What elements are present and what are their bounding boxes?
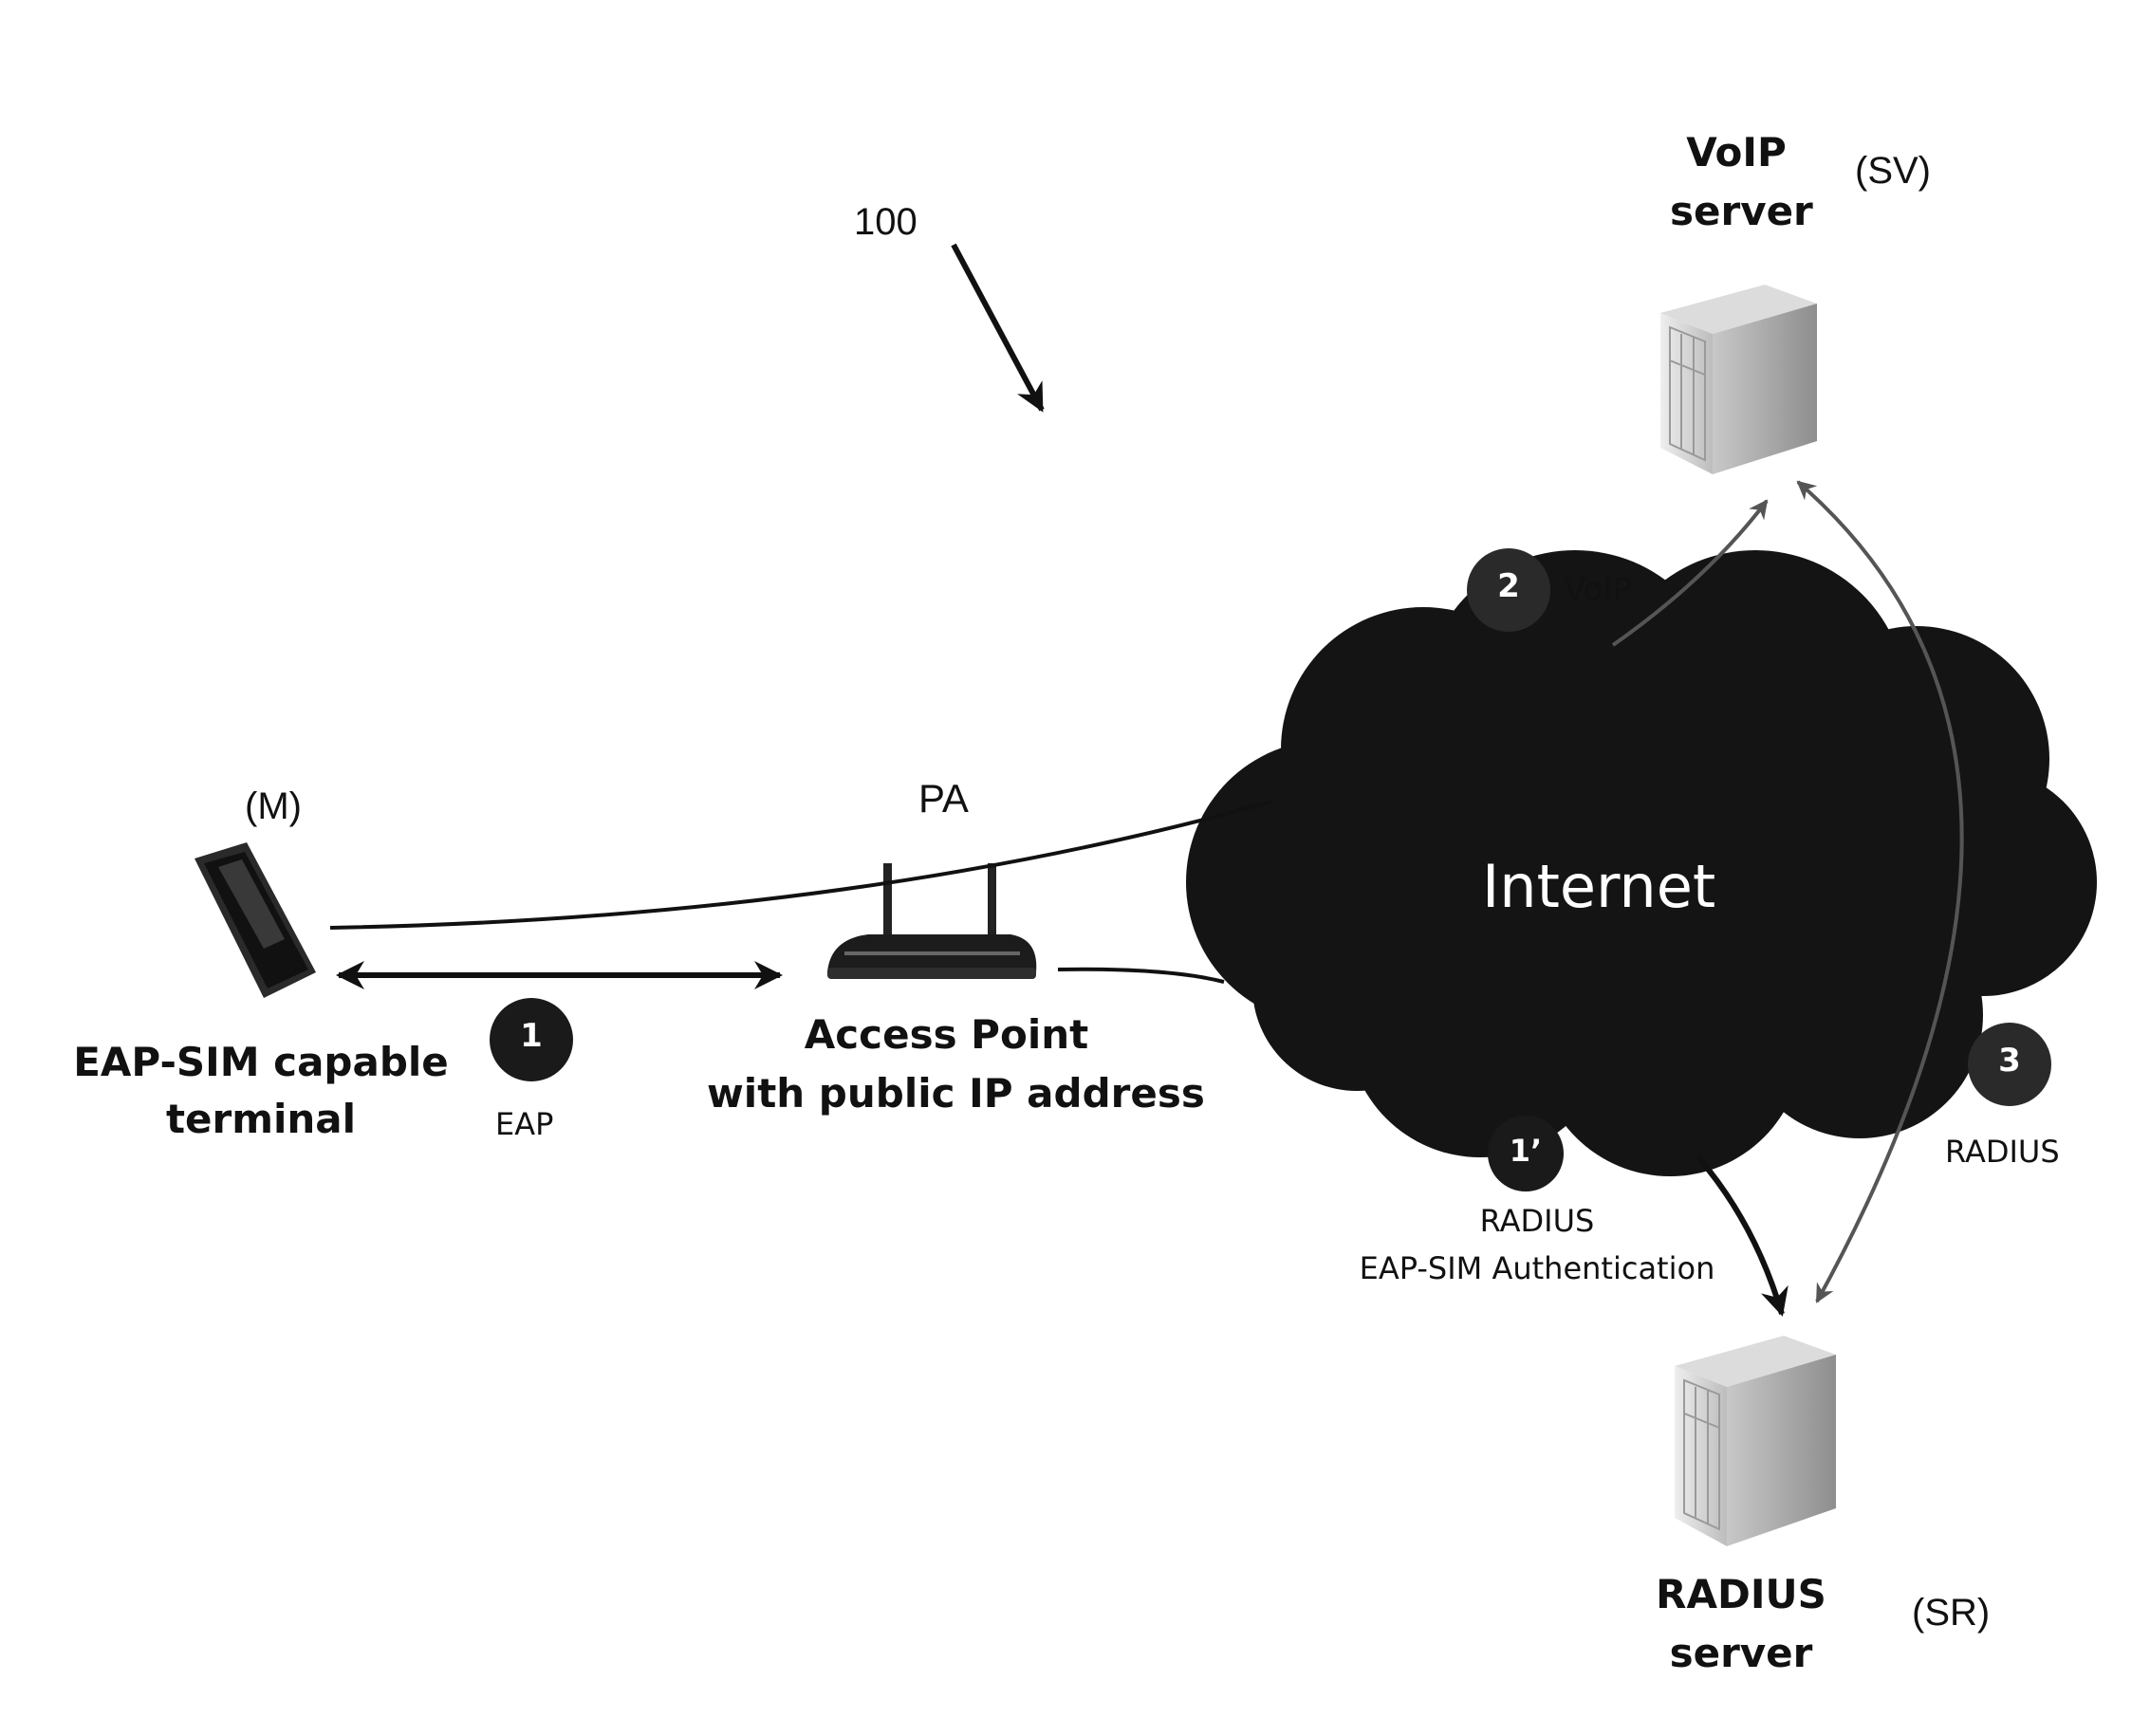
terminal-name-line2: terminal [57, 1091, 465, 1148]
terminal-id: (M) [245, 785, 302, 828]
step-badge-2-text: 2 [1480, 567, 1537, 605]
terminal-to-internet-link [330, 802, 1271, 928]
step-badge-1-prime-text: 1’ [1497, 1133, 1554, 1169]
terminal-name-line1: EAP-SIM capable [57, 1034, 465, 1091]
step-badge-1-text: 1 [503, 1017, 560, 1055]
access-point-id: PA [918, 776, 969, 822]
router-icon [827, 863, 1036, 979]
step-1-label: EAP [495, 1106, 553, 1142]
figure-ref-arrow [954, 245, 1042, 410]
voip-server-name-line2: server [1670, 182, 1803, 241]
access-point-name: Access Point with public IP address [707, 1006, 1186, 1123]
figure-ref-label: 100 [854, 201, 917, 244]
radius-server-name-line1: RADIUS [1651, 1565, 1831, 1624]
voip-server-id: (SV) [1855, 150, 1931, 193]
terminal-name: EAP-SIM capable terminal [57, 1034, 465, 1148]
access-point-name-line1: Access Point [707, 1006, 1186, 1064]
internet-label: Internet [1482, 852, 1715, 921]
radius-server-name: RADIUS server [1651, 1565, 1831, 1683]
voip-server-name: VoIP server [1670, 123, 1803, 241]
step-2-label: VoIP [1564, 571, 1632, 609]
access-point-name-line2: with public IP address [707, 1064, 1186, 1123]
radius-server-icon [1675, 1336, 1836, 1546]
step-1-prime-label-line2: EAP-SIM Authentication [1328, 1245, 1746, 1292]
step-1-prime-label: RADIUS EAP-SIM Authentication [1328, 1197, 1746, 1292]
phone-icon [195, 842, 316, 998]
radius-server-name-line2: server [1651, 1624, 1831, 1683]
voip-server-name-line1: VoIP [1670, 123, 1803, 182]
step-3-label: RADIUS [1945, 1134, 2060, 1170]
step-1-prime-label-line1: RADIUS [1328, 1197, 1746, 1245]
voip-server-icon [1660, 285, 1817, 474]
step-badge-3-text: 3 [1981, 1042, 2038, 1080]
ap-to-internet-link [1058, 970, 1224, 982]
radius-server-id: (SR) [1912, 1592, 1990, 1634]
